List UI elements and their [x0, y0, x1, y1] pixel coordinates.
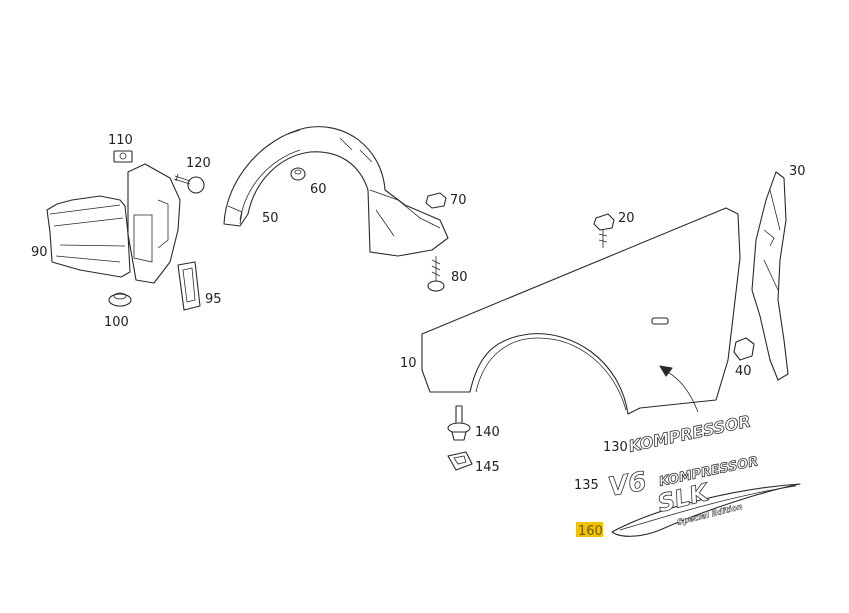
part-60-clip	[290, 167, 306, 181]
callout-110: 110	[108, 133, 133, 148]
callout-120: 120	[186, 156, 211, 171]
callout-20: 20	[618, 211, 635, 226]
part-140-clip	[447, 405, 471, 441]
part-110-clip	[113, 150, 133, 163]
emblem-v6: V6	[606, 467, 649, 503]
callout-135: 135	[574, 478, 599, 493]
emblem-kompressor: KOMPRESSOR	[627, 411, 753, 455]
callout-60: 60	[310, 182, 327, 197]
callout-10: 10	[400, 356, 417, 371]
callout-90: 90	[31, 245, 48, 260]
callout-50: 50	[262, 211, 279, 226]
callout-160-highlight	[576, 522, 603, 537]
part-30-trim	[751, 171, 789, 381]
callout-145: 145	[475, 460, 500, 475]
part-90-bracket	[46, 163, 181, 284]
part-145-clip	[447, 451, 473, 471]
callout-100: 100	[104, 315, 129, 330]
callout-95: 95	[205, 292, 222, 307]
part-40-nut	[733, 337, 755, 361]
part-80-screw	[427, 256, 445, 292]
callout-40: 40	[735, 364, 752, 379]
part-95-seal	[177, 261, 201, 311]
part-120-screw	[173, 173, 205, 194]
emblem-v6-kompressor: KOMPRESSOR	[658, 454, 760, 490]
callout-140: 140	[475, 425, 500, 440]
part-70-nut	[425, 192, 447, 209]
callout-30: 30	[789, 164, 806, 179]
part-10-fender	[421, 207, 741, 415]
pointer-arrow	[659, 365, 699, 413]
part-100-nut	[108, 292, 132, 307]
callout-80: 80	[451, 270, 468, 285]
callout-160[interactable]: 160	[578, 524, 603, 539]
emblem-slk-swoosh	[611, 483, 801, 537]
callout-70: 70	[450, 193, 467, 208]
part-50-wheel-arch-liner	[223, 126, 449, 257]
part-20-screw	[593, 213, 615, 248]
callout-130: 130	[603, 440, 628, 455]
